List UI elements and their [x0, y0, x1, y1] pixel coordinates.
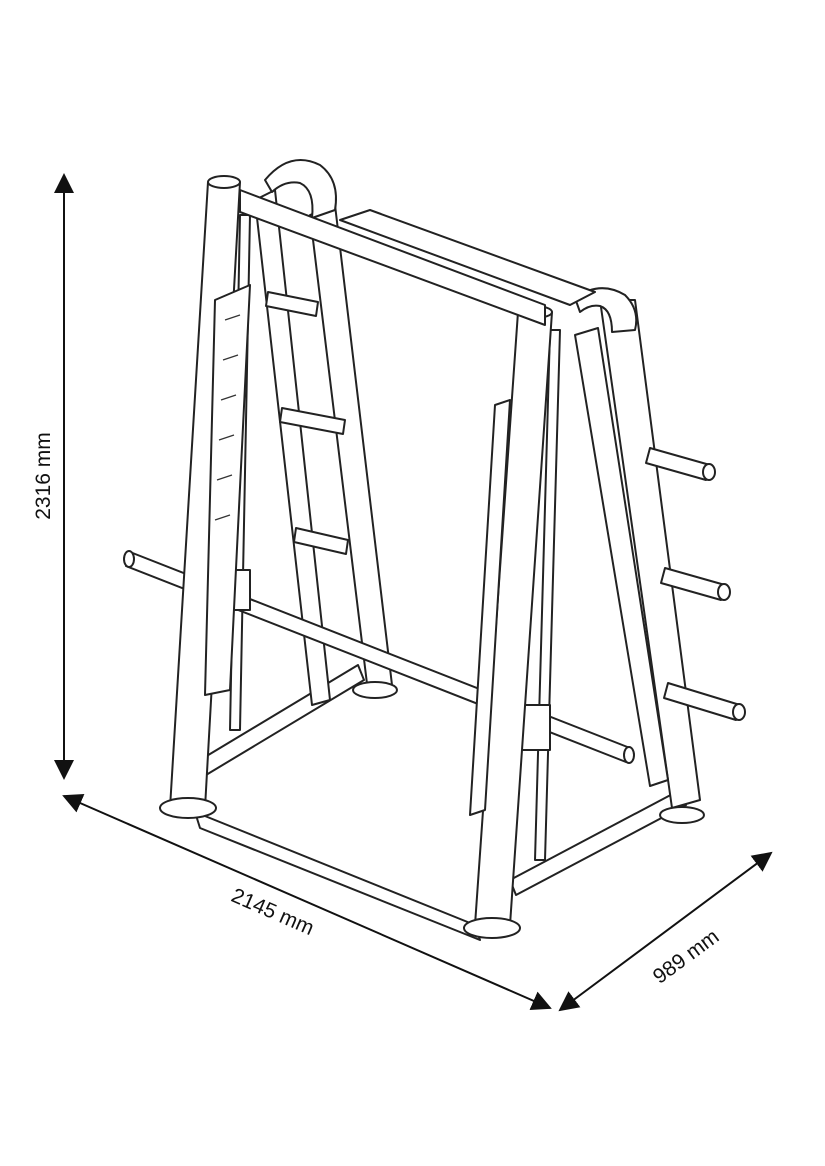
- width-label: 2145 mm: [228, 884, 317, 940]
- height-label: 2316 mm: [32, 432, 55, 520]
- plate-storage-horns: [265, 291, 746, 721]
- dimension-depth: [558, 851, 773, 1012]
- dimension-width: [62, 794, 552, 1010]
- rear-frame: [199, 159, 705, 896]
